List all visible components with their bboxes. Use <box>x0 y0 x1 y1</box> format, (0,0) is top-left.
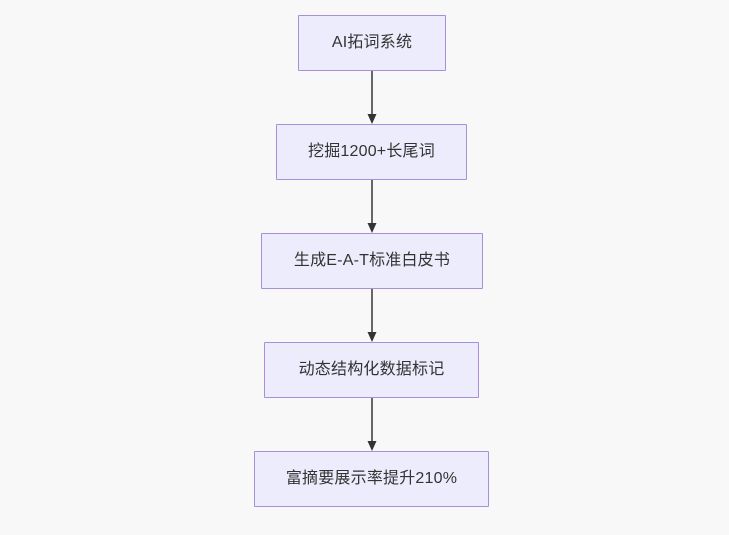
edge-n2-n3 <box>367 180 377 233</box>
flowchart-node-label: 动态结构化数据标记 <box>298 361 445 379</box>
flowchart-node-ai-keyword-system[interactable]: AI拓词系统 <box>298 15 446 71</box>
edge-n3-n4 <box>367 289 377 342</box>
flowchart-node-generate-eat-whitepaper[interactable]: 生成E-A-T标准白皮书 <box>261 233 483 289</box>
flowchart-node-label: 挖掘1200+长尾词 <box>308 143 435 161</box>
edge-n1-n2 <box>367 71 377 124</box>
flowchart-node-label: AI拓词系统 <box>331 34 413 52</box>
flowchart-node-label: 富摘要展示率提升210% <box>285 470 458 488</box>
flowchart-node-label: 生成E-A-T标准白皮书 <box>293 252 451 270</box>
edge-n4-n5 <box>367 398 377 451</box>
flowchart-node-rich-snippet-rate-increase[interactable]: 富摘要展示率提升210% <box>254 451 489 507</box>
flowchart-node-dynamic-structured-data-markup[interactable]: 动态结构化数据标记 <box>264 342 479 398</box>
flowchart-node-mine-longtail-keywords[interactable]: 挖掘1200+长尾词 <box>276 124 467 180</box>
